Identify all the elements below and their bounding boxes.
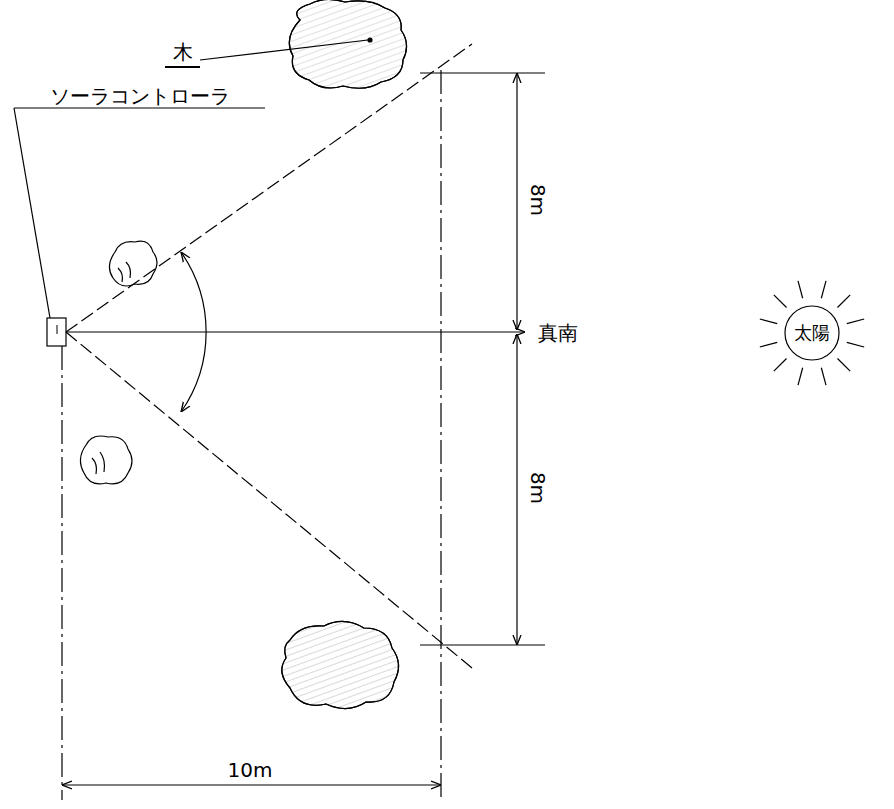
- sun-ray: [847, 342, 864, 347]
- sun-ray: [774, 295, 787, 308]
- dimension-text: 10m: [226, 759, 275, 781]
- node-text: 太陽: [794, 324, 830, 342]
- shrub: [80, 436, 132, 484]
- sun-rays: [760, 281, 864, 385]
- part-name: ソーラコントローラ: [48, 85, 232, 107]
- sight-line: [66, 332, 472, 668]
- shrub: [109, 241, 157, 286]
- sun-circle: [785, 306, 839, 360]
- sun-ray: [760, 319, 777, 324]
- sun-ray: [847, 319, 864, 324]
- sun-ray: [760, 342, 777, 347]
- sun-node: 太陽: [785, 306, 839, 360]
- dimension-line: [516, 334, 517, 645]
- direction-text: 真南: [536, 322, 580, 344]
- sun-ray: [774, 358, 787, 371]
- dimension-text: 8m: [527, 182, 549, 218]
- tree: [282, 621, 399, 708]
- part-name: 木: [171, 41, 195, 63]
- angle-arc: [181, 252, 206, 412]
- sun-ray: [798, 281, 803, 298]
- center-line: [440, 70, 441, 800]
- sun-ray: [821, 281, 826, 298]
- dimension-line: [62, 784, 441, 785]
- sun-ray: [837, 358, 850, 371]
- leader-line: [14, 108, 50, 318]
- sun-ray: [798, 368, 803, 385]
- controller-box: [47, 318, 66, 346]
- dimension-text: 8m: [527, 470, 549, 506]
- tree: [289, 0, 406, 88]
- dimension-line: [516, 73, 517, 330]
- sun-ray: [837, 295, 850, 308]
- south-arrow: [66, 331, 525, 332]
- sun-ray: [821, 368, 826, 385]
